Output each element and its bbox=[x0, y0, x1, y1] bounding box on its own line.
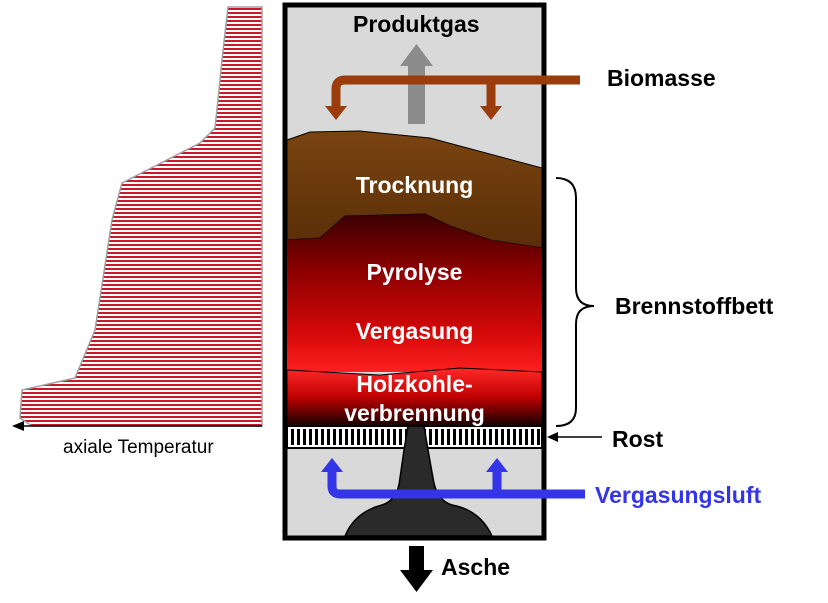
zone-pyrolysis-gasification bbox=[287, 214, 542, 372]
grate-bar bbox=[357, 429, 360, 445]
grate-bar bbox=[441, 429, 444, 445]
zone-gasification-label: Vergasung bbox=[355, 318, 474, 344]
grate-bar bbox=[495, 429, 498, 445]
ash-label: Asche bbox=[441, 554, 511, 580]
zone-pyrolysis-label: Pyrolyse bbox=[366, 259, 463, 285]
grate-bar bbox=[369, 429, 372, 445]
product-gas-label: Produktgas bbox=[353, 11, 480, 37]
grate-bar bbox=[309, 429, 312, 445]
biomass-label: Biomasse bbox=[607, 65, 716, 91]
grate-bar bbox=[429, 429, 432, 445]
fuel-bed-bracket bbox=[555, 177, 595, 427]
grate-bar bbox=[531, 429, 534, 445]
ash-arrow bbox=[400, 546, 433, 592]
grate-bar bbox=[321, 429, 324, 445]
grate-bar bbox=[297, 429, 300, 445]
grate-bar bbox=[291, 429, 294, 445]
fuel-bed-label: Brennstoffbett bbox=[615, 293, 774, 319]
grate-bar bbox=[489, 429, 492, 445]
grate-bar bbox=[501, 429, 504, 445]
grate-bar bbox=[387, 429, 390, 445]
grate-bar bbox=[477, 429, 480, 445]
temperature-profile bbox=[19, 6, 263, 427]
grate-bar bbox=[483, 429, 486, 445]
grate-bar bbox=[537, 429, 540, 445]
grate-bar bbox=[303, 429, 306, 445]
zone-charcoal-label-line1: Holzkohle- bbox=[356, 371, 473, 397]
grate-bar bbox=[471, 429, 474, 445]
biomass-feed-arrow bbox=[325, 75, 580, 120]
grate-bar bbox=[465, 429, 468, 445]
zone-charcoal-label-line2: verbrennung bbox=[344, 400, 485, 426]
grate-bar bbox=[351, 429, 354, 445]
grate-bar bbox=[345, 429, 348, 445]
grate-bar bbox=[315, 429, 318, 445]
grate-bar bbox=[453, 429, 456, 445]
grate-bar bbox=[327, 429, 330, 445]
grate-bar bbox=[339, 429, 342, 445]
ash-heap bbox=[343, 425, 494, 537]
grate-bar bbox=[363, 429, 366, 445]
grate-bar bbox=[507, 429, 510, 445]
grate-bar bbox=[393, 429, 396, 445]
grate-bar bbox=[399, 429, 402, 445]
grate-bar bbox=[375, 429, 378, 445]
grate-bar bbox=[513, 429, 516, 445]
grate-bar bbox=[381, 429, 384, 445]
zone-drying-label: Trocknung bbox=[355, 172, 474, 198]
grate-bar bbox=[333, 429, 336, 445]
grate-label: Rost bbox=[612, 426, 664, 452]
gasification-air-arrow bbox=[321, 458, 585, 499]
temperature-axis-arrow bbox=[12, 421, 262, 431]
grate-bar bbox=[525, 429, 528, 445]
grate-bar bbox=[447, 429, 450, 445]
grate-bar bbox=[519, 429, 522, 445]
grate-pointer-arrow bbox=[547, 432, 602, 442]
gasification-air-label: Vergasungsluft bbox=[595, 482, 762, 508]
temperature-axis-label: axiale Temperatur bbox=[63, 437, 214, 458]
grate-bar bbox=[459, 429, 462, 445]
grate-bar bbox=[435, 429, 438, 445]
